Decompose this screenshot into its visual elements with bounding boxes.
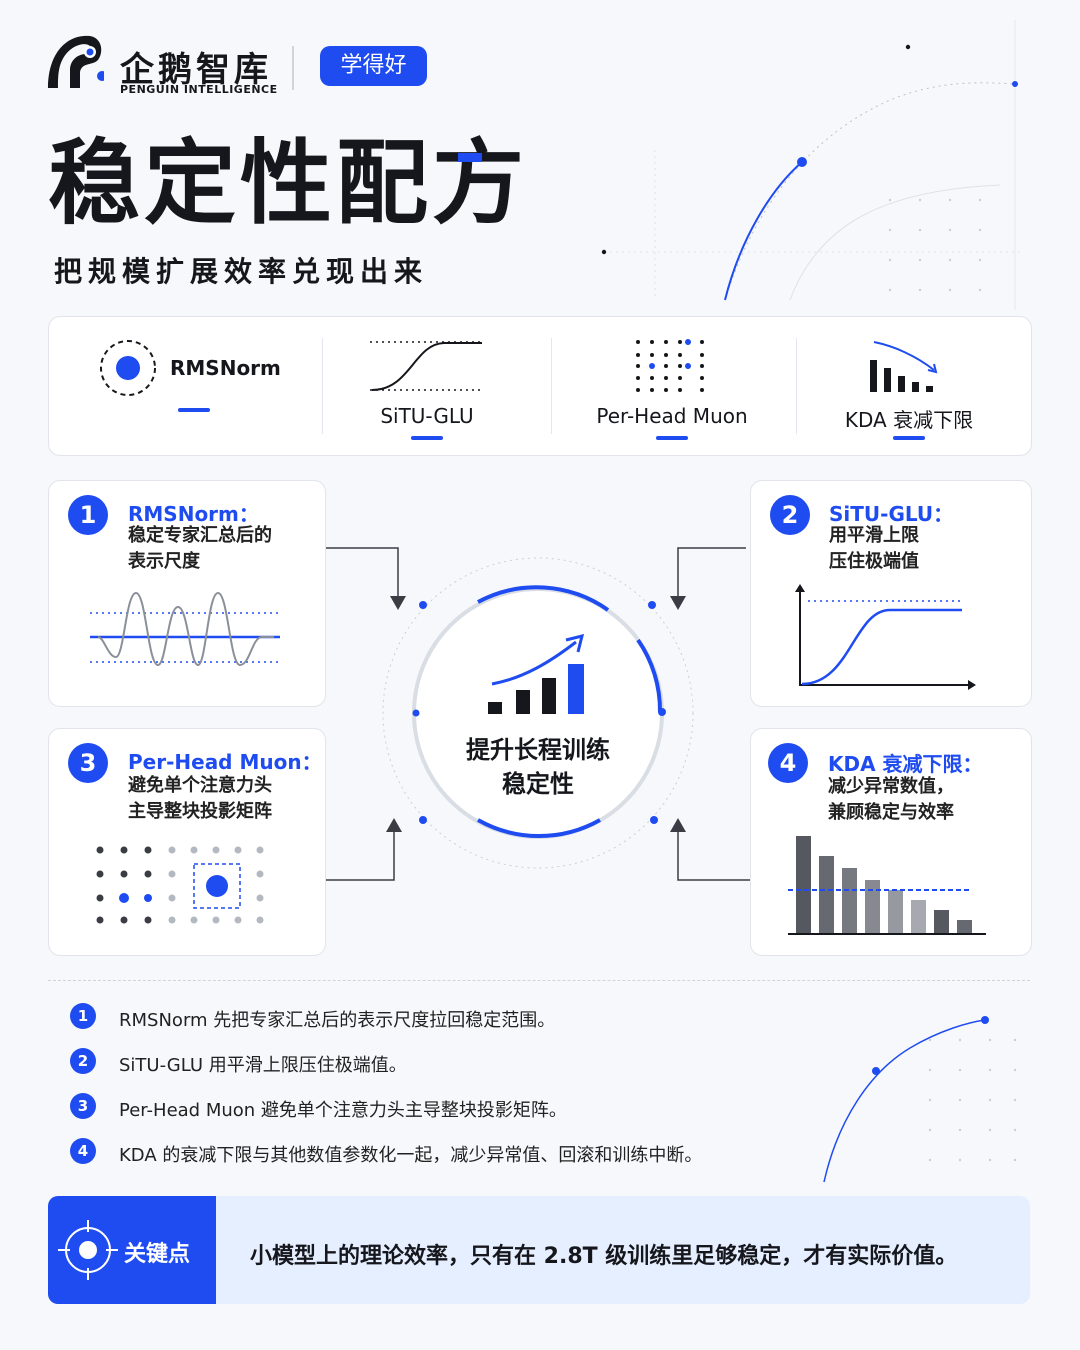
key-point-label: 关键点 xyxy=(124,1242,191,1267)
strip-divider xyxy=(322,338,323,434)
card-number-badge: 2 xyxy=(770,495,810,535)
tag-pill: 学得好 xyxy=(320,46,427,86)
key-point-label-box xyxy=(48,1196,216,1304)
connector-lines xyxy=(326,547,750,881)
list-number-badge: 1 xyxy=(70,1003,96,1029)
center-ring xyxy=(382,557,694,869)
card-desc-line: 表示尺度 xyxy=(128,551,200,572)
list-item: Per-Head Muon 避免单个注意力头主导整块投影矩阵。 xyxy=(119,1100,567,1121)
card-title: KDA 衰减下限： xyxy=(828,752,983,776)
strip-label-rmsnorm: RMSNorm xyxy=(170,356,281,380)
strip-underline xyxy=(178,408,210,412)
card-number-badge: 4 xyxy=(768,743,808,783)
decorative-arcs xyxy=(601,20,1020,310)
strip-label-kda: KDA 衰减下限 xyxy=(844,408,974,432)
card-desc-line: 减少异常数值， xyxy=(828,776,954,797)
strip-divider xyxy=(796,338,797,434)
rising-bar-chart-icon xyxy=(488,634,585,714)
list-number-badge: 2 xyxy=(70,1048,96,1074)
card-title: SiTU-GLU： xyxy=(829,502,954,526)
brand-divider xyxy=(292,46,294,90)
list-item: KDA 的衰减下限与其他数值参数化一起，减少异常值、回滚和训练中断。 xyxy=(119,1145,703,1166)
strip-label-per-head-muon: Per-Head Muon xyxy=(596,404,748,428)
kda-decay-icon xyxy=(870,341,938,392)
technique-strip xyxy=(48,316,1032,456)
decay-bars-graphic xyxy=(788,836,986,935)
situ-glu-icon xyxy=(370,341,482,391)
list-item: RMSNorm 先把专家汇总后的表示尺度拉回稳定范围。 xyxy=(119,1010,556,1031)
strip-label-situ-glu: SiTU-GLU xyxy=(380,404,474,428)
card-title: Per-Head Muon： xyxy=(128,750,322,774)
card-desc-line: 压住极端值 xyxy=(829,551,919,572)
strip-underline xyxy=(411,436,443,440)
brand-name-en: PENGUIN INTELLIGENCE xyxy=(120,83,278,96)
key-point-text-box xyxy=(216,1196,1030,1304)
list-item: SiTU-GLU 用平滑上限压住极端值。 xyxy=(119,1055,407,1076)
card-desc-line: 用平滑上限 xyxy=(829,525,919,546)
per-head-muon-icon xyxy=(636,339,704,392)
strip-divider xyxy=(551,338,552,434)
center-label-line: 提升长程训练 xyxy=(466,736,610,764)
smooth-cap-graphic xyxy=(795,584,976,690)
penguin-logo-icon xyxy=(48,35,107,88)
card-number-badge: 1 xyxy=(68,495,108,535)
title-accent xyxy=(458,153,482,162)
strip-underline xyxy=(656,436,688,440)
decorative-arc-bottom xyxy=(823,1016,1017,1183)
section-divider xyxy=(48,980,1030,981)
attention-head-grid-graphic xyxy=(96,846,264,924)
list-number-badge: 3 xyxy=(70,1093,96,1119)
center-label-line: 稳定性 xyxy=(502,770,574,798)
list-number-badge: 4 xyxy=(70,1138,96,1164)
rmsnorm-icon xyxy=(100,340,156,396)
card-desc-line: 主导整块投影矩阵 xyxy=(128,801,272,822)
card-desc-line: 避免单个注意力头 xyxy=(128,775,272,796)
card-number-badge: 3 xyxy=(68,743,108,783)
card-desc-line: 稳定专家汇总后的 xyxy=(128,525,272,546)
page-title: 稳定性配方 xyxy=(48,130,529,237)
crosshair-icon xyxy=(58,1220,118,1280)
wave-normalization-graphic xyxy=(90,591,280,667)
page-subtitle: 把规模扩展效率兑现出来 xyxy=(54,255,429,288)
card-title: RMSNorm： xyxy=(128,502,259,526)
strip-underline xyxy=(893,436,925,440)
key-point-text: 小模型上的理论效率，只有在 2.8T 级训练里足够稳定，才有实际价值。 xyxy=(250,1244,958,1269)
card-desc-line: 兼顾稳定与效率 xyxy=(828,802,954,823)
brand-name: 企鹅智库 xyxy=(120,50,272,90)
brand-logo xyxy=(44,32,107,92)
